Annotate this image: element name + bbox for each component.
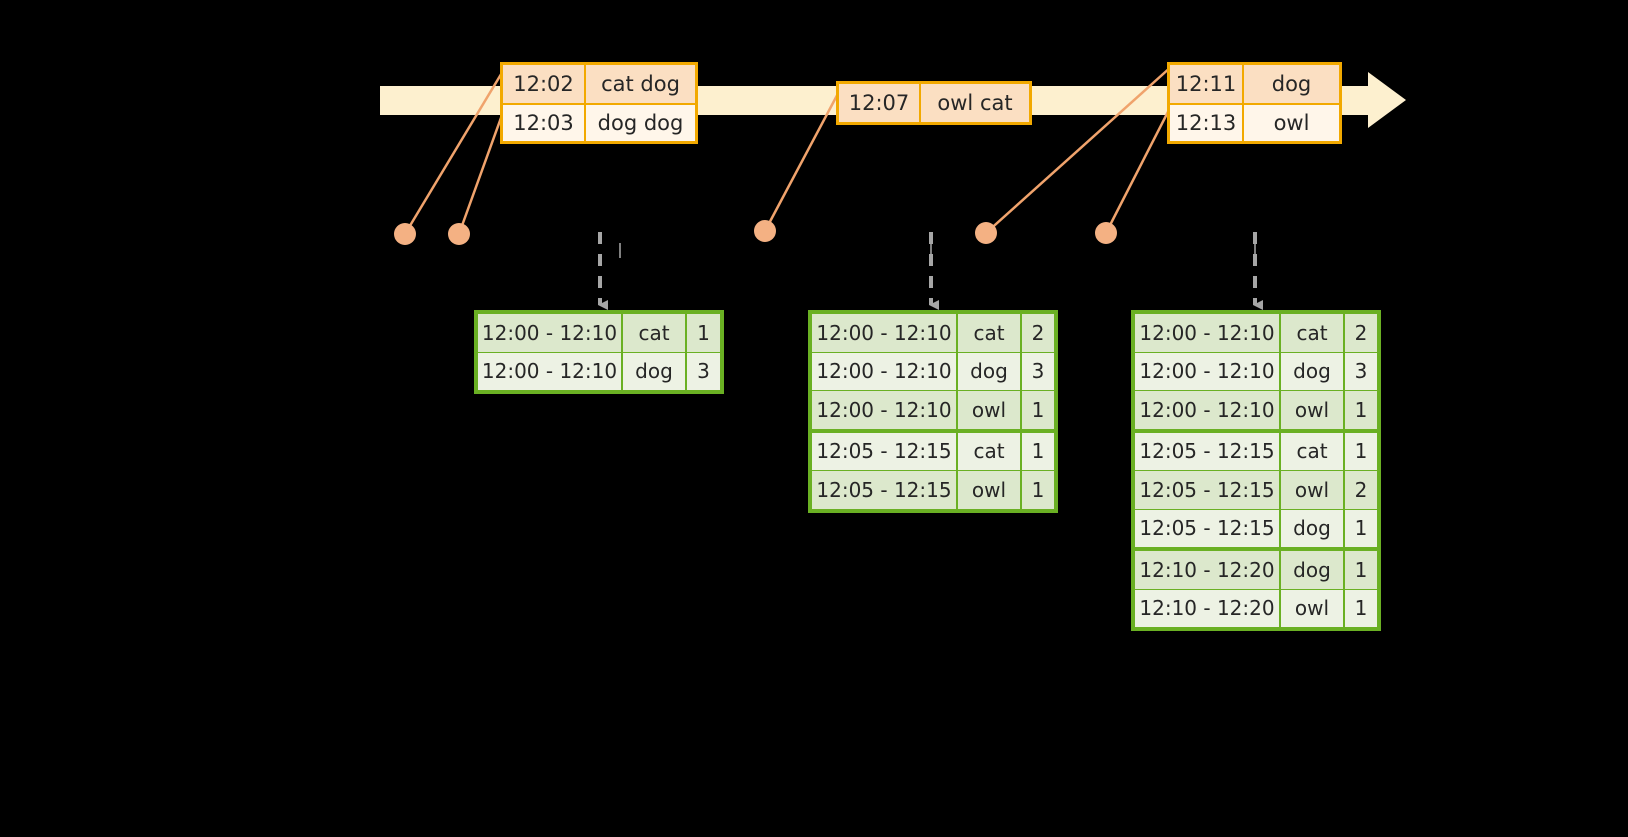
stream-dot-3 [754, 220, 776, 242]
stream-dot-5 [1095, 222, 1117, 244]
event-dots [394, 220, 1117, 245]
result-window: 12:00 - 12:10 [812, 314, 956, 352]
result-key: owl [1281, 589, 1343, 627]
result-count: 3 [687, 352, 720, 390]
result-key: owl [958, 471, 1020, 509]
result-window: 12:10 - 12:20 [1135, 589, 1279, 627]
event-value: cat dog [586, 65, 695, 103]
connector-2 [457, 103, 508, 235]
result-count: 1 [1022, 471, 1054, 509]
event-value: dog dog [586, 105, 695, 141]
connector-1 [403, 65, 508, 235]
result-window: 12:05 - 12:15 [1135, 509, 1279, 547]
result-window: 12:00 - 12:10 [812, 352, 956, 390]
stream-dot-4 [975, 222, 997, 244]
result-key: owl [958, 391, 1020, 429]
result-window: 12:00 - 12:10 [478, 314, 621, 352]
connector-3 [763, 85, 844, 232]
result-count: 3 [1345, 352, 1377, 390]
result-window: 12:00 - 12:10 [1135, 352, 1279, 390]
result-window: 12:00 - 12:10 [1135, 391, 1279, 429]
stream-dot-2 [448, 223, 470, 245]
result-key: dog [1281, 352, 1343, 390]
result-key: dog [958, 352, 1020, 390]
event-connector-lines [403, 65, 1174, 235]
result-window: 12:10 - 12:20 [1135, 551, 1279, 589]
result-window: 12:00 - 12:10 [478, 352, 621, 390]
event-value: owl cat [921, 84, 1029, 122]
event-value: dog [1244, 65, 1339, 103]
event-time: 12:11 [1170, 65, 1244, 103]
result-key: owl [1281, 391, 1343, 429]
result-key: cat [958, 314, 1020, 352]
event-time: 12:07 [839, 84, 921, 122]
result-key: dog [623, 352, 685, 390]
result-key: cat [1281, 314, 1343, 352]
result-window: 12:00 - 12:10 [1135, 314, 1279, 352]
result-window: 12:05 - 12:15 [812, 471, 956, 509]
timeline-ticks [619, 237, 1256, 258]
emit-arrows [598, 232, 1263, 310]
result-key: dog [1281, 509, 1343, 547]
result-count: 1 [1022, 432, 1054, 470]
result-window: 12:00 - 12:10 [812, 391, 956, 429]
result-key: dog [1281, 551, 1343, 589]
event-time: 12:13 [1170, 105, 1244, 141]
result-count: 1 [1345, 551, 1377, 589]
event-time: 12:03 [503, 105, 586, 141]
result-key: cat [958, 432, 1020, 470]
timeline-arrowhead-icon [1368, 72, 1406, 128]
result-window: 12:05 - 12:15 [1135, 471, 1279, 509]
result-count: 1 [1345, 391, 1377, 429]
result-count: 1 [687, 314, 720, 352]
result-window: 12:05 - 12:15 [1135, 432, 1279, 470]
result-key: cat [623, 314, 685, 352]
result-window: 12:05 - 12:15 [812, 432, 956, 470]
result-count: 1 [1022, 391, 1054, 429]
stream-dot-1 [394, 223, 416, 245]
result-count: 1 [1345, 589, 1377, 627]
event-time: 12:02 [503, 65, 586, 103]
result-count: 1 [1345, 509, 1377, 547]
result-count: 1 [1345, 432, 1377, 470]
connector-4 [985, 65, 1173, 234]
result-key: owl [1281, 471, 1343, 509]
result-key: cat [1281, 432, 1343, 470]
result-count: 2 [1345, 471, 1377, 509]
event-value: owl [1244, 105, 1339, 141]
connector-5 [1104, 103, 1174, 234]
result-count: 2 [1022, 314, 1054, 352]
result-count: 3 [1022, 352, 1054, 390]
result-count: 2 [1345, 314, 1377, 352]
